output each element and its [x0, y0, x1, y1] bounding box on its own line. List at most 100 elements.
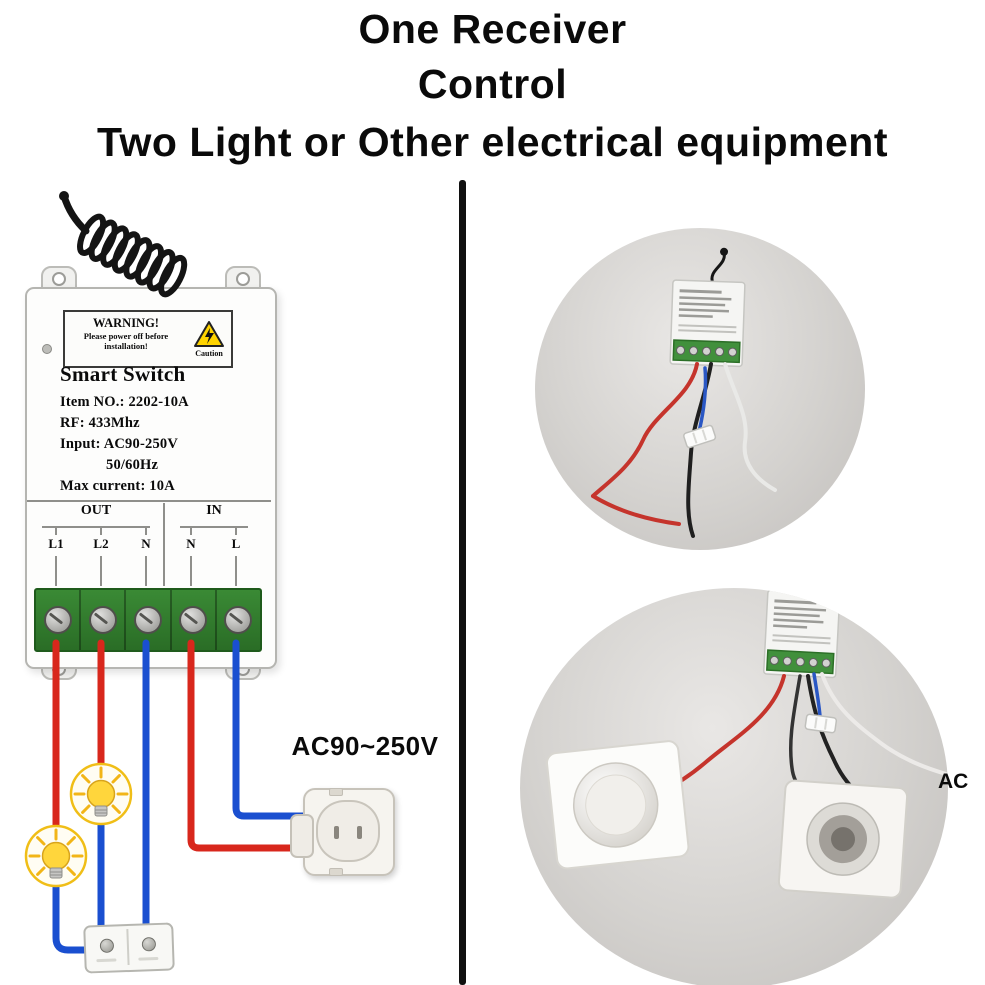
mini-screw: [769, 655, 779, 665]
mini-receiver: [669, 247, 746, 368]
photo-wire-white: [723, 362, 777, 492]
terminal-screw: [179, 606, 208, 634]
caution-label: Caution: [195, 349, 223, 358]
plug-cable-boot: [290, 814, 314, 858]
pin-label-out-n: N: [141, 536, 151, 551]
plug-notch: [329, 788, 343, 796]
mounting-hole: [52, 272, 66, 286]
label-bar: [774, 599, 817, 605]
ac-voltage-label: AC90~250V: [291, 731, 439, 761]
label-bar: [679, 289, 722, 294]
warning-line: installation!: [104, 341, 148, 351]
label-bar: [772, 639, 831, 645]
spec-item-no: Item NO.: 2202-10A: [60, 394, 189, 410]
light-bulb-icon: [24, 824, 88, 888]
connector-screw: [99, 938, 115, 954]
mini-screw: [821, 658, 831, 668]
pin-label-in-n: N: [186, 536, 196, 551]
spec-input: Input: AC90-250V: [60, 436, 179, 452]
spec-max-current: Max current: 10A: [60, 478, 175, 494]
mini-screw: [676, 345, 686, 355]
warning-caution-block: Caution: [187, 312, 231, 366]
wire-bulb2-blue: [52, 882, 90, 954]
out-section-label: OUT: [80, 503, 112, 518]
title-line-3: Two Light or Other electrical equipment: [97, 119, 888, 165]
photo-wire-red: [591, 362, 699, 498]
terminal-cell: [217, 590, 260, 650]
vertical-divider: [459, 180, 466, 985]
label-bar: [773, 612, 820, 618]
label-bar: [678, 314, 713, 318]
terminal-cell: [36, 590, 82, 650]
photo-wire-white: [820, 672, 948, 776]
mini-antenna-tip: [720, 247, 729, 256]
terminal-cell: [81, 590, 127, 650]
mini-screw: [702, 346, 712, 356]
mini-screw: [728, 347, 738, 357]
plug-slot: [334, 826, 339, 839]
label-bar: [678, 329, 737, 334]
mini-screw: [782, 656, 792, 666]
mini-screw: [689, 346, 699, 356]
in-section-label: IN: [206, 503, 222, 518]
connector-screw: [141, 937, 157, 952]
warning-line: Please power off before: [83, 331, 169, 341]
label-bar: [772, 634, 831, 640]
label-bar: [678, 324, 737, 329]
label-bar: [774, 606, 827, 612]
pin-label-out-l1: L1: [48, 536, 64, 551]
connector-ridge: [138, 956, 159, 961]
warning-label: WARNING! Please power off before install…: [63, 310, 233, 368]
connector-ridge: [96, 958, 117, 963]
mounting-hole: [236, 272, 250, 286]
wire-connector-strip: [83, 922, 175, 974]
title-line-1: One Receiver: [358, 6, 627, 52]
antenna-coil-icon: [59, 191, 188, 298]
mini-receiver: [763, 588, 841, 679]
terminal-screw: [134, 606, 162, 634]
terminal-cell: [172, 590, 217, 650]
device-name: Smart Switch: [60, 362, 186, 386]
label-bar: [679, 302, 726, 307]
spec-frequency: 50/60Hz: [106, 457, 159, 473]
ac-label: AC: [938, 770, 969, 793]
pin-label-in-l: L: [231, 536, 241, 551]
title-line-2: Control: [417, 61, 568, 107]
power-plug-icon: [290, 788, 395, 876]
page-title: One Receiver Control Two Light or Other …: [0, 2, 985, 170]
mini-screw: [715, 347, 725, 357]
photo-bottom-illustration: [545, 588, 948, 899]
label-bar: [679, 296, 732, 301]
photo-wire-blue: [812, 672, 822, 718]
pin-label-out-l2: L2: [93, 536, 109, 551]
light-fixture-knob: [545, 740, 690, 870]
plug-notch: [329, 868, 343, 876]
photo-wire-red: [591, 494, 681, 526]
spec-rf: RF: 433Mhz: [60, 415, 140, 431]
light-bulb-icon: [69, 762, 133, 826]
label-bar: [678, 308, 729, 313]
plug-slot: [357, 826, 362, 839]
photo-receiver-wiring-top: [535, 228, 865, 550]
label-bar: [773, 624, 808, 629]
photo-wire-black: [686, 362, 713, 538]
mini-antenna-wire: [710, 251, 726, 284]
photo-receiver-wiring-bottom: [520, 588, 948, 985]
warning-text: WARNING! Please power off before install…: [65, 312, 187, 366]
mini-antenna-wire: [810, 588, 833, 596]
mini-screw: [808, 657, 818, 667]
caution-triangle-icon: [194, 321, 224, 347]
photo-wire-connector: [683, 424, 717, 449]
terminal-screw: [88, 606, 117, 634]
photo-top-illustration: [591, 247, 777, 538]
plug-face: [316, 800, 380, 862]
mini-screw: [795, 657, 805, 667]
terminal-screw: [43, 606, 72, 634]
device-info: Smart Switch Item NO.: 2202-10A RF: 433M…: [60, 362, 250, 497]
terminal-screw: [224, 606, 253, 634]
light-fixture-socket: [777, 779, 909, 899]
case-screw: [42, 344, 52, 354]
label-bar: [773, 618, 824, 624]
terminal-cell: [126, 590, 172, 650]
